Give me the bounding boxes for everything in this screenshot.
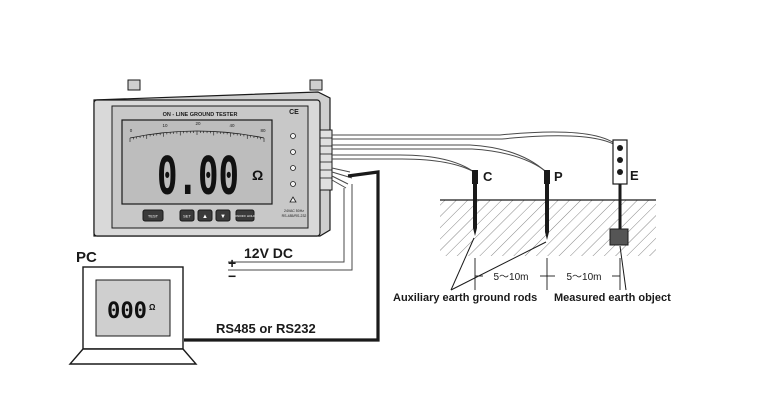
power-wires: [228, 184, 353, 271]
rod-clamp: [544, 170, 550, 184]
device-buttons: TEST SET ▲ ▼ ON/OFF HOLD: [142, 209, 256, 222]
pc-computer: PC 000 Ω: [68, 249, 198, 365]
rod-clamp: [472, 170, 478, 184]
set-button[interactable]: [179, 209, 195, 222]
analog-scale-ticks: [129, 131, 265, 142]
annotation-leaders: [450, 237, 627, 291]
electrode-e-label: E: [630, 168, 639, 183]
aux-rods-annotation: Auxiliary earth ground rods: [393, 292, 537, 304]
electrode-wires: [332, 131, 623, 174]
side-note-power: 24VAC 50Hz: [284, 209, 304, 213]
power-label: 12V DC: [244, 245, 293, 261]
scale-tick-label: 20: [195, 121, 201, 126]
pc-screen: [95, 279, 171, 337]
comm-label: RS485 or RS232: [216, 321, 316, 336]
electrode-c: C: [472, 169, 493, 236]
lcd-reading: 0.00: [157, 147, 239, 207]
pc-reading: 000: [107, 299, 147, 324]
power-hold-button[interactable]: [235, 209, 255, 222]
test-button[interactable]: [142, 209, 164, 222]
down-arrow-icon: ▼: [220, 214, 226, 220]
device-title: ON - LINE GROUND TESTER: [163, 112, 238, 118]
up-button[interactable]: [197, 209, 213, 222]
ground-tester-device: ON - LINE GROUND TESTER CE 0 10 20 40 80…: [93, 79, 333, 237]
electrode-p: P: [544, 169, 563, 240]
set-button-label: SET: [183, 214, 191, 219]
mount-ear-left: [127, 79, 141, 91]
lcd-unit-ohm: Ω: [252, 167, 263, 183]
indicator-led: [290, 149, 296, 155]
test-button-label: TEST: [148, 214, 159, 219]
earth-plate: [609, 228, 629, 246]
side-note-comm: RS-485/RS-232: [282, 214, 307, 218]
power-hold-button-label: ON/OFF HOLD: [235, 214, 256, 218]
pc-label: PC: [76, 249, 97, 266]
electrode-c-label: C: [483, 169, 493, 184]
power-minus: −: [228, 268, 236, 284]
comm-cable: [184, 170, 380, 342]
electrode-p-label: P: [554, 169, 563, 184]
indicator-led: [290, 181, 296, 187]
warning-icon: [289, 196, 297, 203]
indicator-led: [290, 133, 296, 139]
scale-tick-label: 0: [130, 128, 133, 133]
ce-mark: CE: [289, 109, 299, 116]
pc-keyboard-base: [68, 348, 198, 365]
up-arrow-icon: ▲: [202, 214, 208, 220]
spacing-markers: [474, 258, 621, 290]
power-plus: +: [228, 255, 236, 271]
down-button[interactable]: [215, 209, 231, 222]
scale-tick-label: 80: [260, 128, 266, 133]
terminal-leads: [331, 167, 353, 189]
terminal-block: [319, 129, 333, 191]
measured-object-annotation: Measured earth object: [554, 292, 671, 304]
indicator-led: [290, 165, 296, 171]
electrode-e: E: [609, 139, 639, 246]
scale-tick-label: 10: [162, 123, 168, 128]
scale-tick-label: 40: [229, 123, 235, 128]
mount-ear-right: [309, 79, 323, 91]
pc-unit-ohm: Ω: [149, 303, 156, 312]
spacing-c-to-p: 5～10m: [493, 272, 528, 283]
spacing-p-to-e: 5～10m: [566, 272, 601, 283]
status-indicators: [289, 133, 297, 203]
